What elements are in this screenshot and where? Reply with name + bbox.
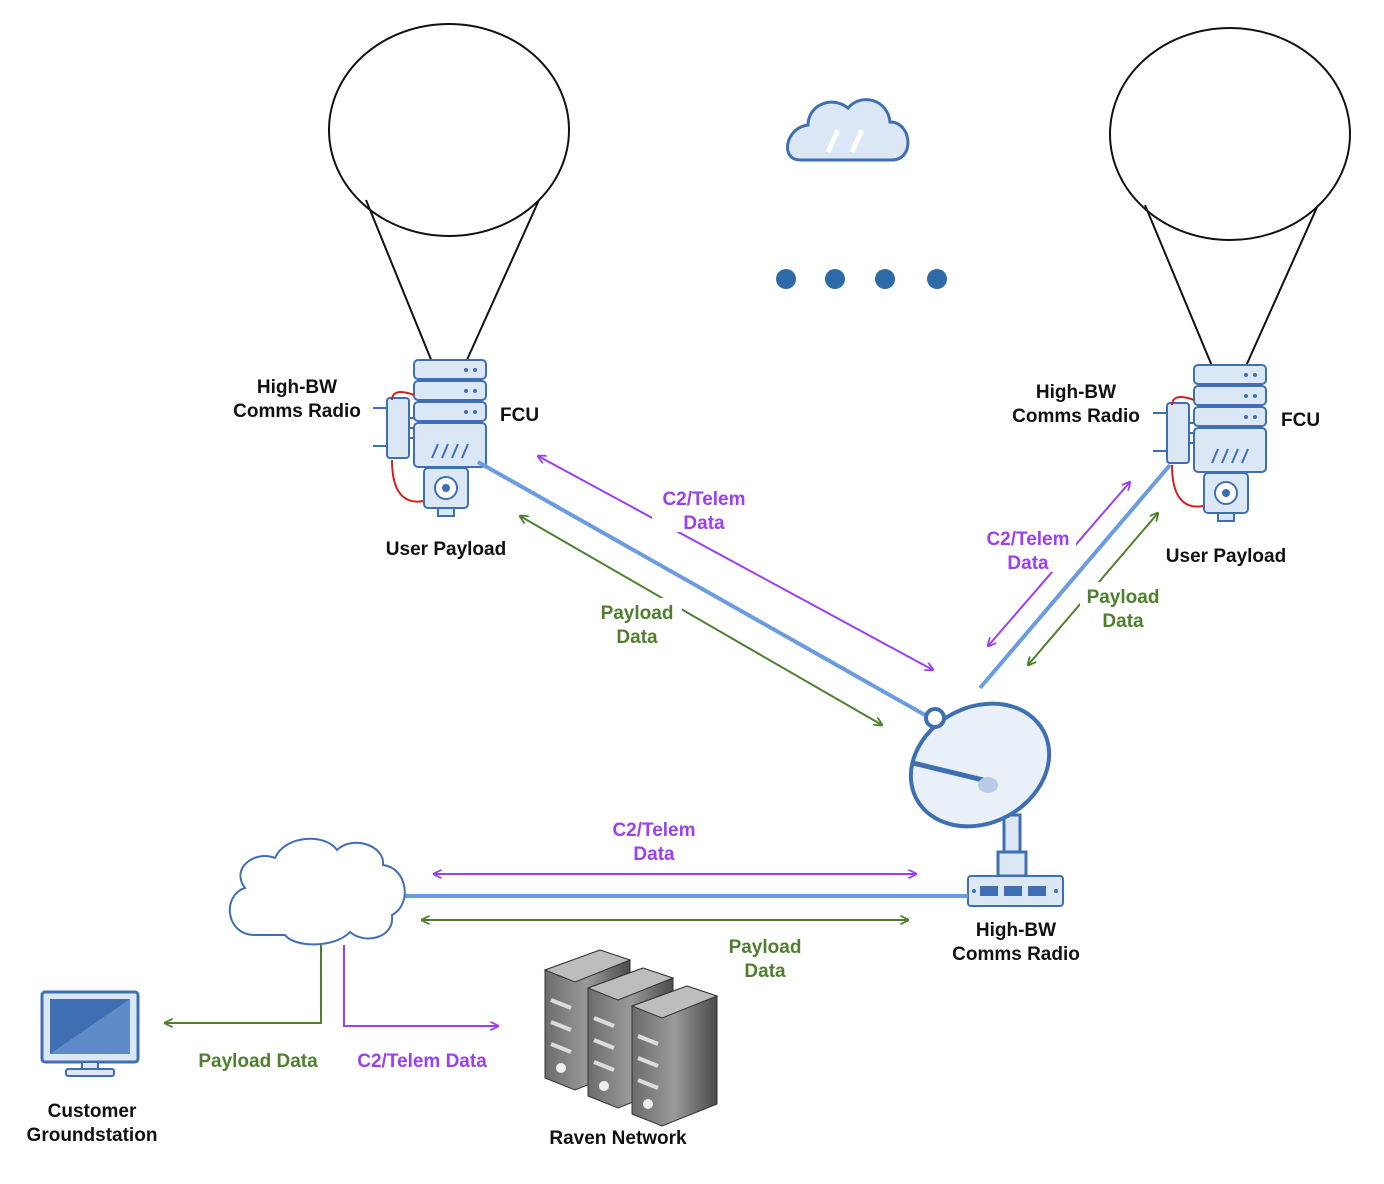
left-c2-label-1: C2/Telem [662, 489, 745, 510]
cloud-icon [786, 98, 910, 162]
server-stack-icon [543, 949, 719, 1127]
balloon-icon [328, 23, 570, 237]
left-c2-label-2: Data [683, 513, 725, 534]
ground-c2-label-1: C2/Telem [612, 820, 695, 841]
ground-radio-label-2: Comms Radio [952, 944, 1080, 965]
raven-c2-arrow [343, 945, 498, 1026]
raven-network-label: Raven Network [549, 1128, 687, 1149]
ground-c2-label-2: Data [633, 844, 675, 865]
internet-cloud-icon [228, 837, 406, 946]
left-payload-label-1: Payload [601, 603, 674, 624]
left-radio-label-1: High-BW [257, 377, 337, 398]
satellite-dish-icon [908, 701, 1052, 878]
left-payload-arrow [520, 516, 882, 725]
customer-payload-label: Payload Data [198, 1051, 318, 1072]
right-balloon [1109, 27, 1351, 522]
radio-icon [1153, 402, 1194, 464]
right-payload-label-2: Data [1102, 611, 1144, 632]
balloon-icon [1109, 27, 1351, 241]
left-payload-label: User Payload [386, 539, 506, 560]
camera-icon [423, 467, 469, 517]
radio-icon [373, 397, 414, 459]
fcu-server-icon [413, 359, 487, 468]
raven-c2-label: C2/Telem Data [357, 1051, 487, 1072]
left-fcu-label: FCU [500, 405, 539, 426]
right-radio-label-2: Comms Radio [1012, 406, 1140, 427]
right-fcu-label: FCU [1281, 410, 1320, 431]
right-c2-label-2: Data [1007, 553, 1049, 574]
customer-label-2: Groundstation [27, 1125, 158, 1146]
ground-radio-icon [967, 875, 1064, 907]
ellipsis-dots [776, 269, 947, 289]
left-payload-label-2: Data [616, 627, 658, 648]
customer-payload-arrow [165, 945, 322, 1023]
ground-payload-label-1: Payload [729, 937, 802, 958]
customer-label-1: Customer [48, 1101, 137, 1122]
left-radio-label-2: Comms Radio [233, 401, 361, 422]
fcu-server-icon [1193, 364, 1267, 473]
left-balloon [328, 23, 570, 517]
camera-icon [1203, 472, 1249, 522]
right-payload-label-1: Payload [1087, 587, 1160, 608]
ground-radio-label-1: High-BW [976, 920, 1056, 941]
right-radio-label-1: High-BW [1036, 382, 1116, 403]
right-c2-label-1: C2/Telem [986, 529, 1069, 550]
right-payload-label: User Payload [1166, 546, 1286, 567]
monitor-icon [40, 990, 140, 1077]
right-uplink-line [978, 463, 1172, 690]
ground-payload-label-2: Data [744, 961, 786, 982]
